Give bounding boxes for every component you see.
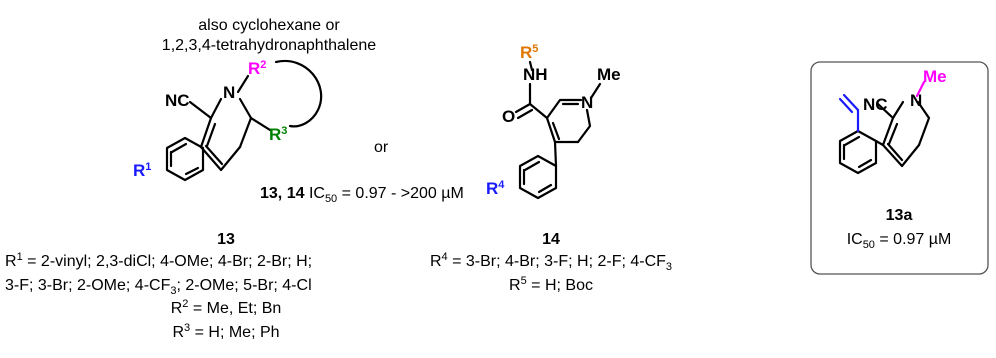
note-line-1: also cyclohexane or	[198, 17, 340, 34]
r2-group: R2	[248, 59, 266, 78]
ic50-13a: IC50 = 0.97 µM	[847, 231, 952, 251]
r1-group: R1	[133, 161, 151, 180]
connector-or: or	[374, 139, 389, 156]
atom-o: O	[502, 107, 515, 126]
r5-definition: R5 = H; Boc	[509, 275, 593, 294]
atom-nh: NH	[523, 65, 548, 84]
r4-definition: R4 = 3-Br; 4-Br; 3-F; H; 2-F; 4-CF3	[430, 251, 672, 273]
atom-nc: NC	[165, 91, 190, 110]
label-13: 13	[217, 231, 235, 248]
r3-definition: R3 = H; Me; Ph	[172, 322, 279, 341]
atom-n-14: N	[581, 93, 593, 112]
r3-group: R3	[269, 125, 287, 144]
r5-group: R5	[520, 43, 538, 62]
atom-me: Me	[597, 65, 621, 84]
label-13a: 13a	[886, 207, 913, 224]
atom-n: N	[223, 83, 235, 102]
ic50-range: 13, 14 IC50 = 0.97 - >200 µM	[260, 185, 464, 205]
r2-definition: R2 = Me, Et; Bn	[171, 298, 282, 317]
label-14: 14	[542, 231, 560, 248]
structure-14: R5 NH Me N O R4	[486, 43, 621, 200]
structure-13: NC N R2 R3 R1	[133, 59, 323, 182]
r1-definition-line-2: 3-F; 3-Br; 2-OMe; 4-CF3; 2-OMe; 5-Br; 4-…	[5, 277, 312, 297]
r1-definition: R1 = 2-vinyl; 2,3-diCl; 4-OMe; 4-Br; 2-B…	[5, 251, 312, 270]
structure-13a-box: NC N Me 13a IC50 = 0.97 µM	[810, 61, 989, 275]
atom-n-13a: N	[910, 91, 922, 110]
r4-group: R4	[486, 179, 505, 198]
atom-nc-13a: NC	[863, 95, 888, 114]
atom-me-13a: Me	[923, 67, 947, 86]
note-line-2: 1,2,3,4-tetrahydronaphthalene	[162, 37, 376, 54]
